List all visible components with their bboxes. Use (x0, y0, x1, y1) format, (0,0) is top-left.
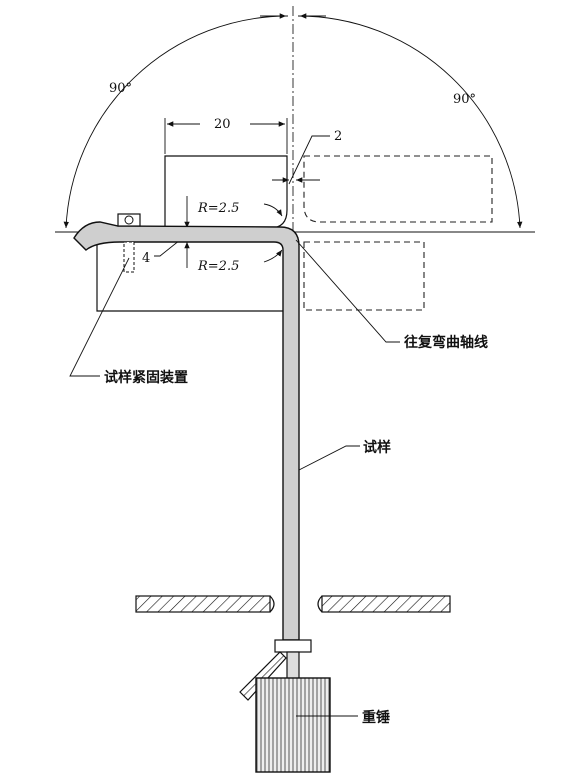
specimen-rod (73, 221, 300, 641)
dim-2-leader (288, 135, 330, 185)
radius-label-lower: R=2.5 (197, 259, 239, 274)
rotated-upper-jaw-outline (303, 155, 493, 223)
dim-4-label: 4 (142, 251, 150, 266)
upper-clamp-jaw (164, 155, 288, 229)
clamp-bolt-shank (123, 241, 135, 273)
dim-20-label: 20 (214, 117, 231, 132)
angle-label-left: 90° (109, 81, 132, 96)
weight-label: 重锤 (362, 709, 390, 726)
radius-lower-leader (263, 249, 283, 263)
specimen-label: 试样 (363, 439, 391, 456)
clamp-device-label: 试样紧固装置 (104, 369, 188, 386)
guide-plate-right (321, 595, 451, 613)
guide-hole-left-edge (269, 595, 275, 613)
weight-body (255, 677, 331, 773)
weight-screw (239, 651, 287, 701)
clamp-device-leader (69, 257, 130, 377)
specimen-leader (298, 445, 360, 471)
weight-hook (286, 651, 300, 681)
guide-hole-right-edge (317, 595, 323, 613)
guide-plate-left (135, 595, 271, 613)
bend-axis-label: 往复弯曲轴线 (404, 334, 488, 351)
bend-axis-leader (295, 239, 400, 343)
left-angle-arc (63, 15, 289, 229)
rotated-lower-jaw-outline (303, 241, 425, 311)
clamp-nut (117, 213, 141, 227)
angle-label-right: 90° (453, 92, 476, 107)
weight-clamp (274, 639, 312, 653)
clamp-nut-hole (124, 215, 134, 225)
radius-label-upper: R=2.5 (197, 201, 239, 216)
right-angle-arc (297, 15, 523, 229)
dim-2-label: 2 (334, 129, 342, 144)
radius-upper-leader (263, 203, 283, 217)
